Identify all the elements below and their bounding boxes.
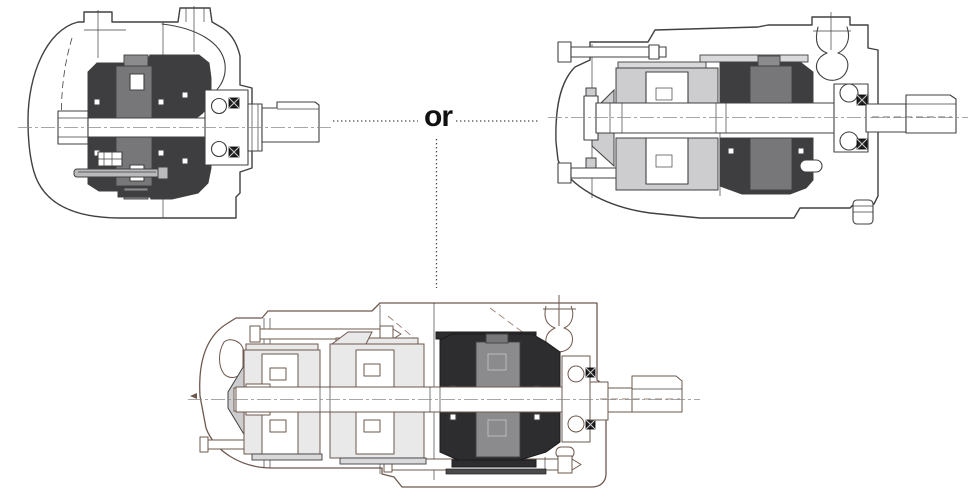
ball-bearing [567,415,585,433]
port-cavity [544,305,574,353]
shaft-seal [856,94,868,150]
drive-shaft [583,83,957,153]
ball-bearing [210,97,228,115]
pump-cartridge-light-2 [329,331,427,465]
ball-bearing [839,83,859,103]
port-crosshair [543,295,576,326]
shaft-seal [228,97,240,158]
or-label: or [424,100,453,133]
bias-bolt [73,166,169,180]
triple-pump-drawing [188,295,700,488]
single-pump-drawing [18,6,333,219]
ball-bearing [210,140,228,158]
double-pump-drawing [548,12,968,225]
port-cavity [815,26,850,81]
ball-bearing [567,365,585,383]
datum-arrow [190,393,197,399]
port-crosshair [813,12,851,50]
port-crosshair [84,10,126,58]
inlet-cavity [219,339,244,378]
connector-lines [333,120,540,288]
ball-bearing [839,131,859,151]
